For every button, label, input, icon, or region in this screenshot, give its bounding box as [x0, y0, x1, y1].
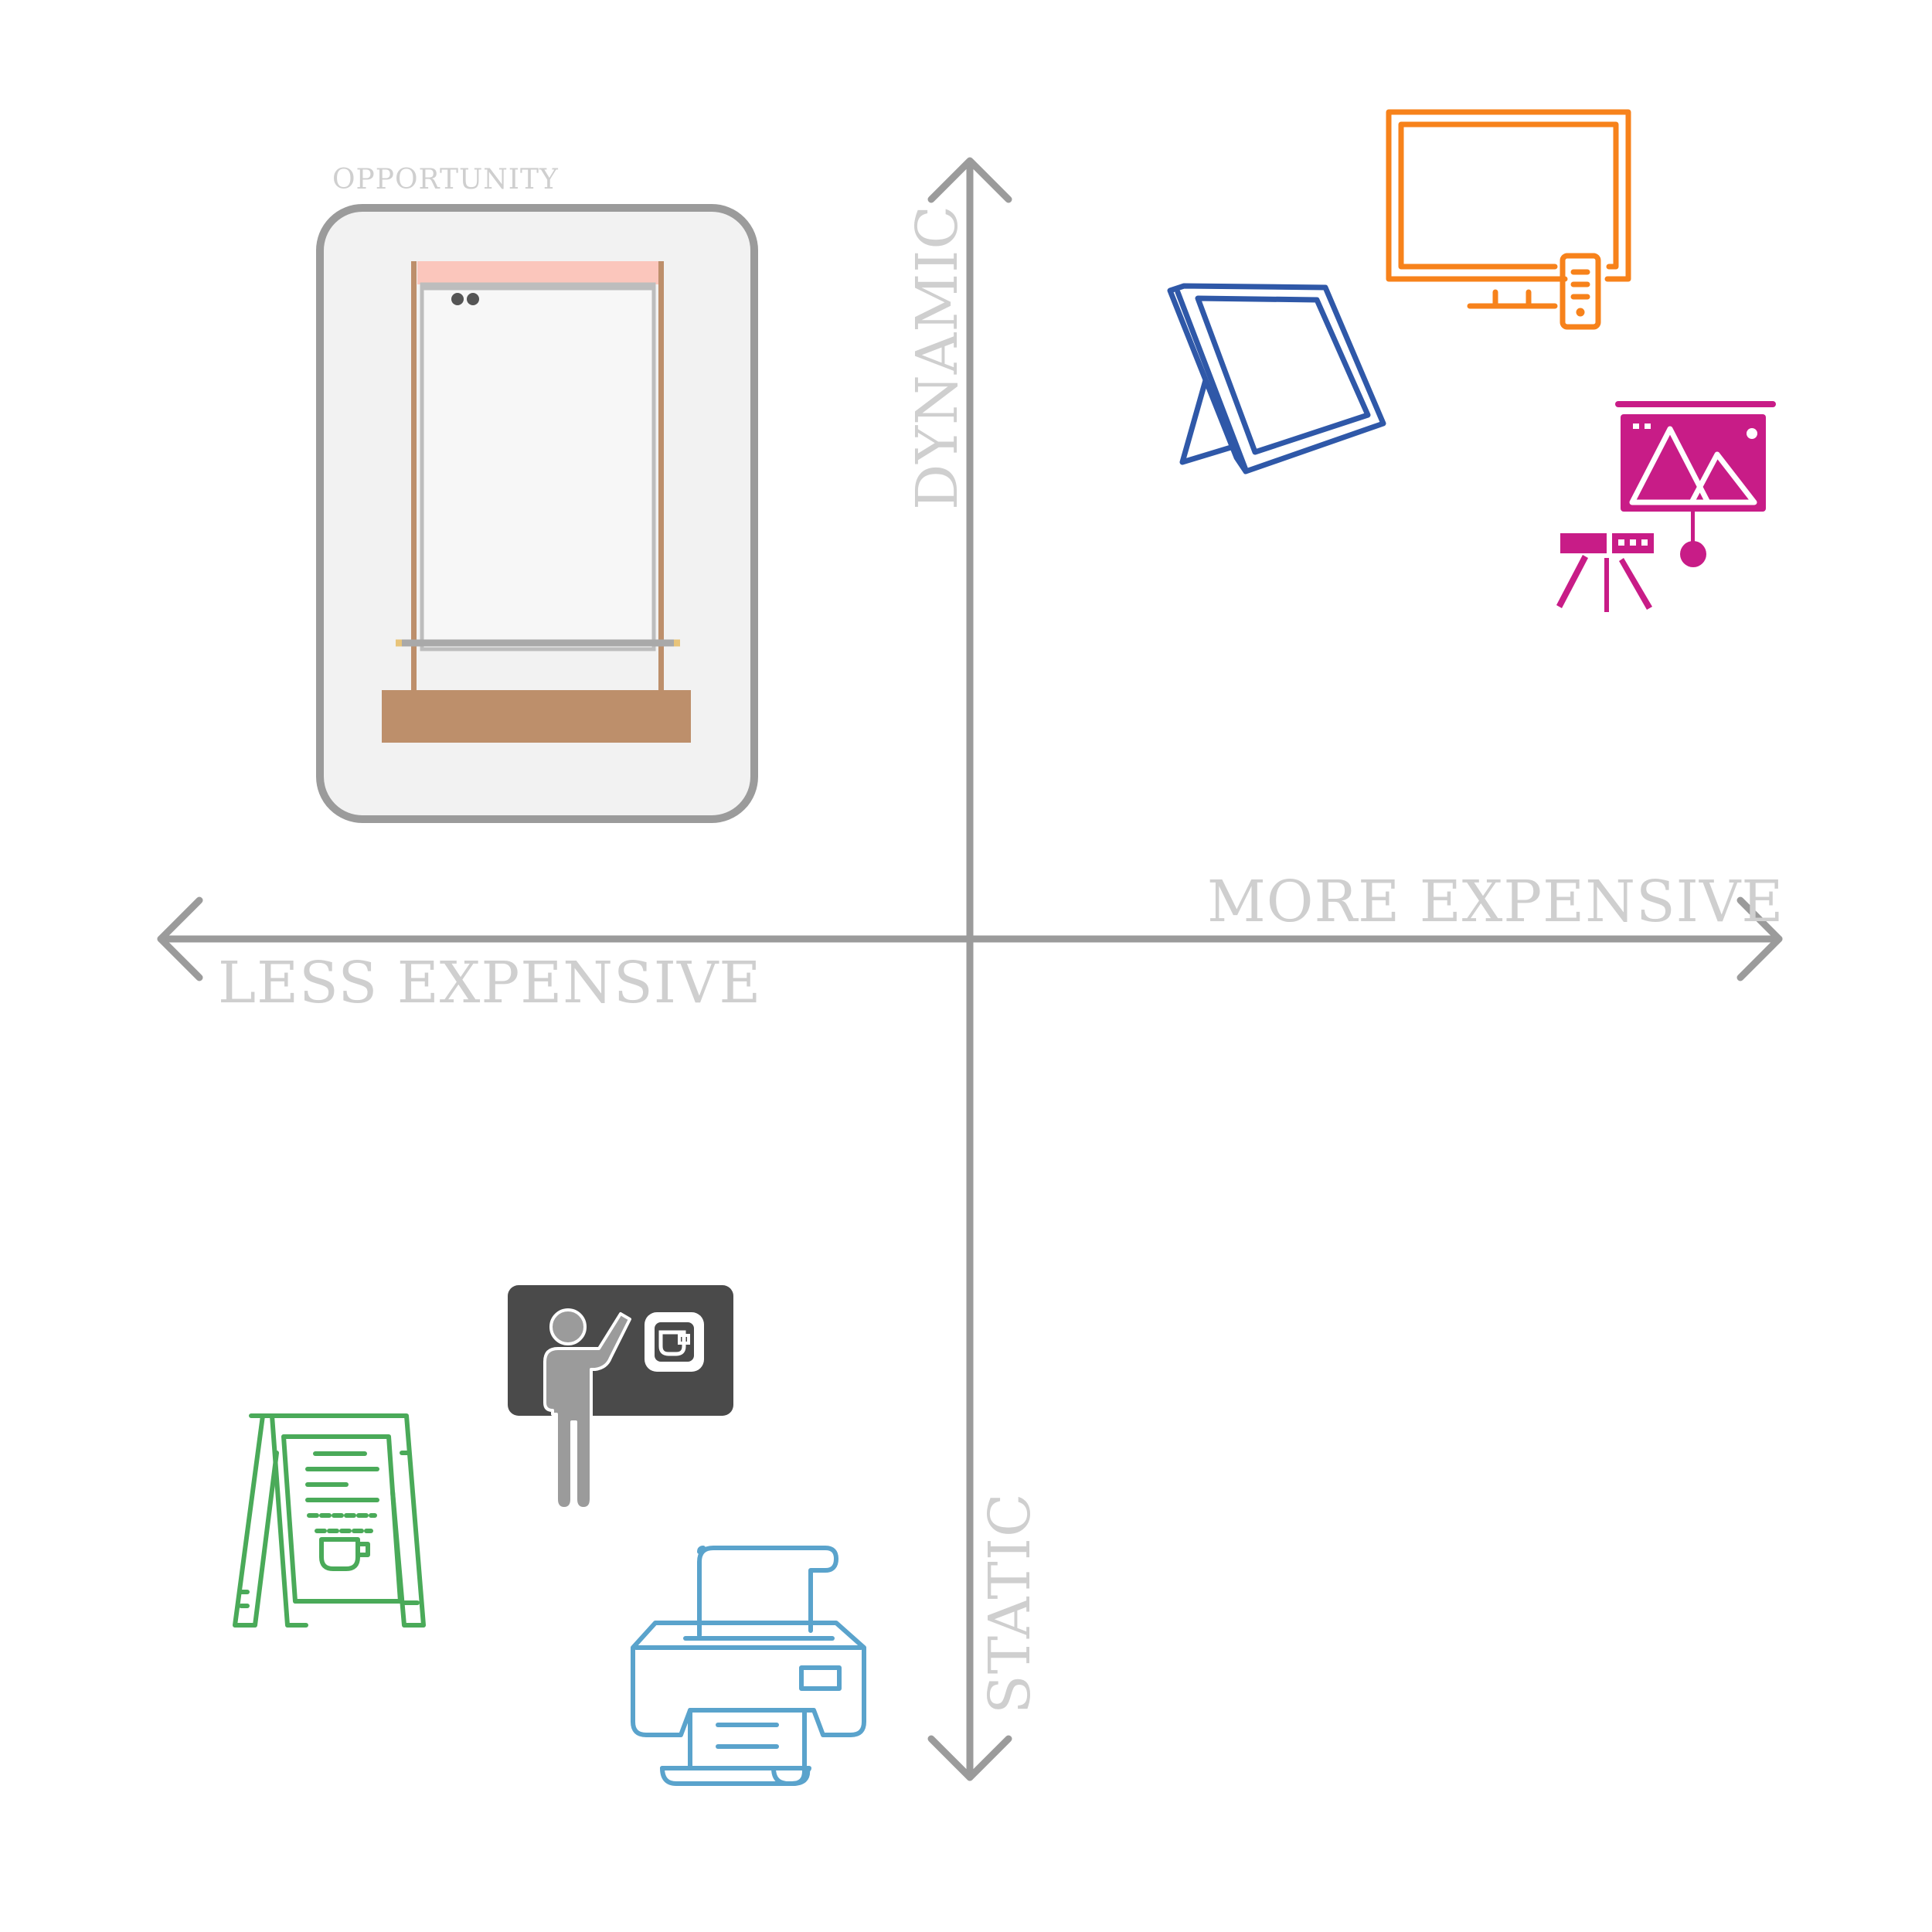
flip-chart-stand-icon	[382, 261, 691, 743]
less-expensive-label: LESS EXPENSIVE	[218, 950, 761, 1016]
television-icon	[1386, 109, 1631, 330]
axes	[157, 157, 1783, 1781]
down-arrowhead	[927, 1735, 1012, 1781]
projector-screen-icon	[1556, 401, 1776, 612]
tablet-stand-icon	[1167, 283, 1386, 474]
printer-icon	[631, 1546, 866, 1786]
left-arrowhead	[157, 896, 203, 981]
static-label: STATIC	[977, 1492, 1043, 1714]
opportunity-label: OPPORTUNITY	[332, 164, 559, 196]
teacher-chalkboard-icon	[508, 1285, 733, 1510]
dynamic-label: DYNAMIC	[904, 205, 971, 510]
opportunity-box: OPPORTUNITY	[316, 164, 758, 823]
a-frame-sign-icon	[233, 1413, 426, 1628]
up-arrowhead	[927, 157, 1012, 203]
more-expensive-label: MORE EXPENSIVE	[1207, 869, 1784, 935]
right-arrowhead	[1736, 896, 1783, 981]
